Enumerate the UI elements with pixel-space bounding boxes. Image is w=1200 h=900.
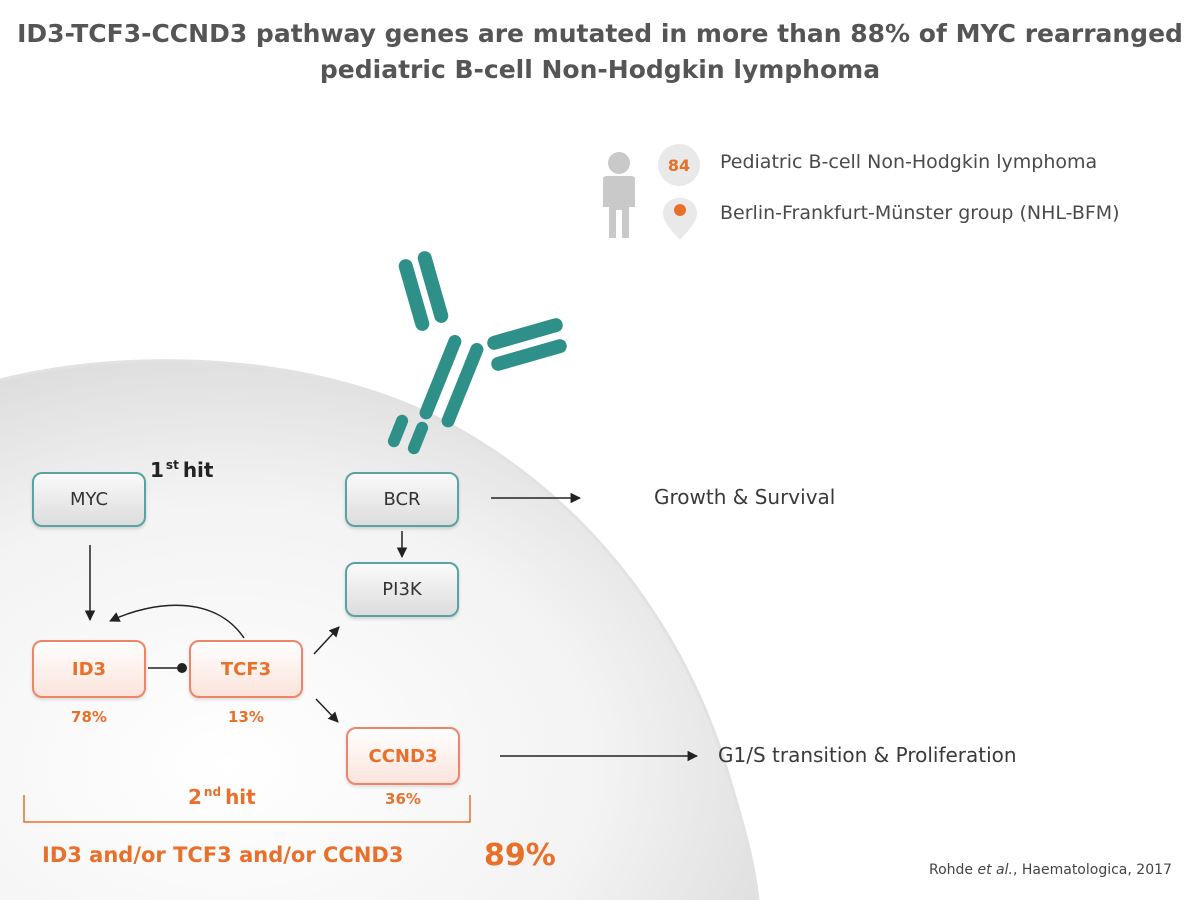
title-line-1: ID3-TCF3-CCND3 pathway genes are mutated… (17, 19, 1183, 48)
citation-journal: , Haematologica, 2017 (1012, 862, 1172, 878)
ccnd3-percentage: 36% (385, 790, 421, 808)
cell-body (0, 360, 758, 900)
ccnd3-node: CCND3 (346, 727, 460, 785)
myc-node: MYC (32, 472, 146, 527)
second-hit-bracket (23, 795, 471, 823)
person-icon (603, 152, 635, 238)
citation: Rohde et al., Haematologica, 2017 (929, 862, 1172, 878)
growth-survival-label: Growth & Survival (654, 485, 836, 509)
citation-etal: et al. (977, 862, 1013, 878)
first-hit-word: hit (182, 458, 214, 482)
bcr-node: BCR (345, 472, 459, 527)
patient-count-badge: 84 (658, 144, 700, 186)
tcf3-percentage: 13% (228, 708, 264, 726)
location-pin-icon (663, 198, 697, 240)
combined-mutation-total: 89% (484, 838, 556, 873)
id3-node: ID3 (32, 640, 146, 698)
second-hit-word: hit (225, 785, 256, 809)
tcf3-node: TCF3 (189, 640, 303, 698)
first-hit-suffix: st (165, 458, 179, 473)
combined-mutation-summary: ID3 and/or TCF3 and/or CCND3 (42, 843, 404, 867)
arrow-tcf3-to-id3 (109, 604, 245, 639)
id3-percentage: 78% (71, 708, 107, 726)
cohort-group-label: Berlin-Frankfurt-Münster group (NHL-BFM) (720, 202, 1120, 224)
citation-author: Rohde (929, 862, 978, 878)
inhibition-dot (177, 663, 187, 673)
arrow-tcf3-to-ccnd3 (315, 698, 339, 723)
first-hit-number: 1 (150, 458, 164, 482)
title-line-2: pediatric B-cell Non-Hodgkin lymphoma (319, 55, 881, 84)
pi3k-node: PI3K (345, 562, 459, 617)
proliferation-label: G1/S transition & Proliferation (718, 743, 1017, 767)
cell-membrane (0, 359, 760, 900)
second-hit-number: 2 (188, 785, 202, 809)
second-hit-suffix: nd (203, 785, 222, 800)
page-title: ID3-TCF3-CCND3 pathway genes are mutated… (0, 16, 1200, 88)
arrow-tcf3-to-pi3k (313, 626, 340, 655)
antibody-receptor-icon (387, 251, 567, 455)
cohort-disease-label: Pediatric B-cell Non-Hodgkin lymphoma (720, 151, 1098, 173)
